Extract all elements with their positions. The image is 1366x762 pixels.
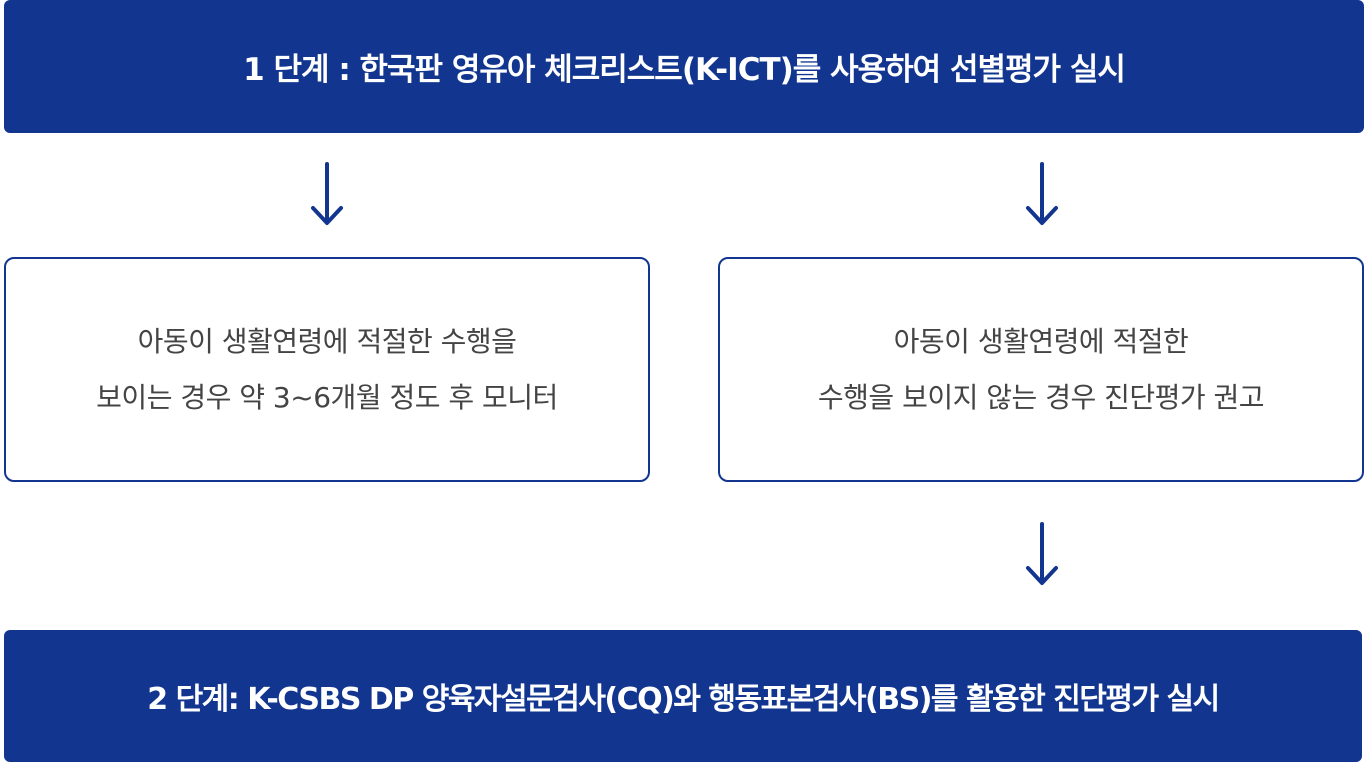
arrow-down-icon — [1026, 522, 1058, 585]
arrow-down-icon — [311, 162, 343, 225]
step-1-box: 1 단계 : 한국판 영유아 체크리스트(K-ICT)를 사용하여 선별평가 실… — [4, 0, 1364, 133]
outcome-normal-line-1: 아동이 생활연령에 적절한 수행을 — [137, 324, 517, 358]
outcome-referral-line-2: 수행을 보이지 않는 경우 진단평가 권고 — [817, 380, 1265, 414]
outcome-normal-box: 아동이 생활연령에 적절한 수행을 보이는 경우 약 3~6개월 정도 후 모니… — [4, 257, 650, 482]
step-2-box: 2 단계: K-CSBS DP 양육자설문검사(CQ)와 행동표본검사(BS)를… — [4, 630, 1362, 762]
step-1-text: 1 단계 : 한국판 영유아 체크리스트(K-ICT)를 사용하여 선별평가 실… — [243, 52, 1126, 88]
outcome-referral-box: 아동이 생활연령에 적절한 수행을 보이지 않는 경우 진단평가 권고 — [718, 257, 1364, 482]
step-2-text: 2 단계: K-CSBS DP 양육자설문검사(CQ)와 행동표본검사(BS)를… — [147, 682, 1220, 717]
arrow-down-icon — [1026, 162, 1058, 225]
outcome-referral-line-1: 아동이 생활연령에 적절한 — [893, 324, 1189, 358]
outcome-normal-line-2: 보이는 경우 약 3~6개월 정도 후 모니터 — [96, 380, 558, 414]
